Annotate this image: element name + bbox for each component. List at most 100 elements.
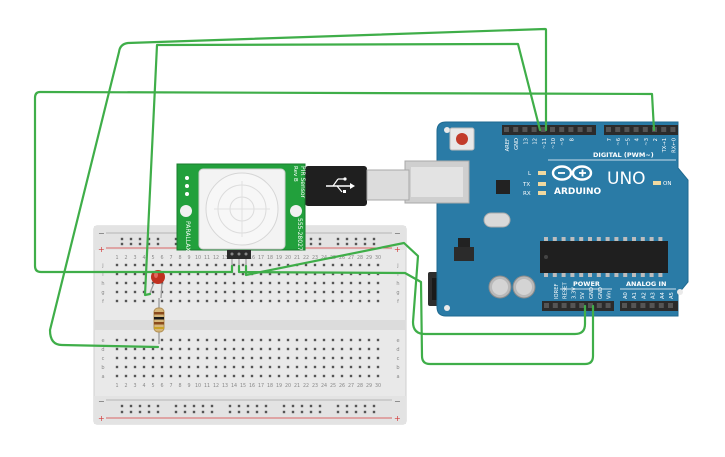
breadboard-hole[interactable] bbox=[322, 299, 326, 303]
breadboard-hole[interactable] bbox=[124, 272, 128, 276]
breadboard-hole[interactable] bbox=[223, 290, 227, 294]
breadboard-hole[interactable] bbox=[259, 338, 263, 342]
breadboard-hole[interactable] bbox=[250, 281, 254, 285]
breadboard-hole[interactable] bbox=[196, 272, 200, 276]
breadboard-hole[interactable] bbox=[124, 338, 128, 342]
header-pin[interactable] bbox=[668, 303, 673, 308]
breadboard-hole[interactable] bbox=[322, 374, 326, 378]
breadboard-hole[interactable] bbox=[376, 338, 380, 342]
breadboard-hole[interactable] bbox=[313, 347, 317, 351]
breadboard-hole[interactable] bbox=[367, 272, 371, 276]
breadboard-hole[interactable] bbox=[250, 299, 254, 303]
breadboard-hole[interactable] bbox=[169, 338, 173, 342]
breadboard-hole[interactable] bbox=[151, 347, 155, 351]
breadboard-hole[interactable] bbox=[268, 299, 272, 303]
breadboard-hole[interactable] bbox=[313, 281, 317, 285]
breadboard-hole[interactable] bbox=[286, 356, 290, 360]
rail-hole[interactable] bbox=[183, 410, 187, 414]
header-pin[interactable] bbox=[577, 127, 583, 132]
breadboard-hole[interactable] bbox=[196, 338, 200, 342]
rail-hole[interactable] bbox=[147, 242, 151, 246]
rail-hole[interactable] bbox=[174, 404, 178, 408]
rail-hole[interactable] bbox=[291, 410, 295, 414]
breadboard-hole[interactable] bbox=[304, 374, 308, 378]
rail-hole[interactable] bbox=[138, 237, 142, 241]
breadboard-hole[interactable] bbox=[313, 299, 317, 303]
rail-hole[interactable] bbox=[201, 404, 205, 408]
breadboard-hole[interactable] bbox=[187, 263, 191, 267]
breadboard-hole[interactable] bbox=[241, 263, 245, 267]
breadboard-hole[interactable] bbox=[340, 356, 344, 360]
rail-hole[interactable] bbox=[336, 242, 340, 246]
breadboard-hole[interactable] bbox=[340, 281, 344, 285]
breadboard-hole[interactable] bbox=[178, 347, 182, 351]
breadboard-hole[interactable] bbox=[376, 347, 380, 351]
breadboard-hole[interactable] bbox=[295, 347, 299, 351]
breadboard-hole[interactable] bbox=[232, 374, 236, 378]
breadboard-hole[interactable] bbox=[259, 263, 263, 267]
breadboard-hole[interactable] bbox=[124, 347, 128, 351]
rail-hole[interactable] bbox=[354, 242, 358, 246]
breadboard-hole[interactable] bbox=[313, 290, 317, 294]
breadboard-hole[interactable] bbox=[268, 356, 272, 360]
breadboard-hole[interactable] bbox=[322, 281, 326, 285]
breadboard-hole[interactable] bbox=[349, 365, 353, 369]
rail-hole[interactable] bbox=[156, 242, 160, 246]
breadboard-hole[interactable] bbox=[340, 374, 344, 378]
rail-hole[interactable] bbox=[201, 410, 205, 414]
breadboard-hole[interactable] bbox=[115, 272, 119, 276]
header-pin[interactable] bbox=[561, 303, 567, 308]
rail-hole[interactable] bbox=[309, 242, 313, 246]
rail-hole[interactable] bbox=[372, 237, 376, 241]
rail-hole[interactable] bbox=[192, 410, 196, 414]
breadboard-hole[interactable] bbox=[277, 272, 281, 276]
rail-hole[interactable] bbox=[138, 410, 142, 414]
rail-hole[interactable] bbox=[354, 410, 358, 414]
rail-hole[interactable] bbox=[183, 404, 187, 408]
rail-hole[interactable] bbox=[354, 404, 358, 408]
breadboard-hole[interactable] bbox=[295, 299, 299, 303]
breadboard-hole[interactable] bbox=[367, 365, 371, 369]
breadboard-hole[interactable] bbox=[178, 272, 182, 276]
breadboard-hole[interactable] bbox=[331, 338, 335, 342]
breadboard-hole[interactable] bbox=[169, 281, 173, 285]
breadboard-hole[interactable] bbox=[241, 365, 245, 369]
breadboard-hole[interactable] bbox=[223, 347, 227, 351]
breadboard-hole[interactable] bbox=[367, 356, 371, 360]
breadboard-hole[interactable] bbox=[169, 263, 173, 267]
breadboard-hole[interactable] bbox=[115, 374, 119, 378]
header-pin[interactable] bbox=[633, 127, 639, 132]
breadboard-hole[interactable] bbox=[214, 365, 218, 369]
breadboard-hole[interactable] bbox=[349, 374, 353, 378]
breadboard-hole[interactable] bbox=[331, 281, 335, 285]
breadboard-hole[interactable] bbox=[322, 290, 326, 294]
rail-hole[interactable] bbox=[372, 404, 376, 408]
rail-hole[interactable] bbox=[300, 404, 304, 408]
rail-hole[interactable] bbox=[282, 404, 286, 408]
breadboard-hole[interactable] bbox=[259, 365, 263, 369]
rail-hole[interactable] bbox=[210, 404, 214, 408]
rail-hole[interactable] bbox=[129, 237, 133, 241]
breadboard-hole[interactable] bbox=[160, 338, 164, 342]
breadboard-hole[interactable] bbox=[376, 281, 380, 285]
breadboard-hole[interactable] bbox=[295, 290, 299, 294]
breadboard-hole[interactable] bbox=[331, 374, 335, 378]
breadboard-hole[interactable] bbox=[142, 365, 146, 369]
breadboard-hole[interactable] bbox=[250, 338, 254, 342]
breadboard-hole[interactable] bbox=[232, 299, 236, 303]
breadboard-hole[interactable] bbox=[232, 272, 236, 276]
breadboard-hole[interactable] bbox=[124, 365, 128, 369]
breadboard-hole[interactable] bbox=[169, 299, 173, 303]
breadboard-hole[interactable] bbox=[169, 374, 173, 378]
breadboard-hole[interactable] bbox=[241, 347, 245, 351]
rail-hole[interactable] bbox=[120, 242, 124, 246]
breadboard-hole[interactable] bbox=[160, 356, 164, 360]
breadboard-hole[interactable] bbox=[223, 299, 227, 303]
breadboard-hole[interactable] bbox=[259, 374, 263, 378]
breadboard-hole[interactable] bbox=[367, 281, 371, 285]
breadboard-hole[interactable] bbox=[178, 281, 182, 285]
rail-hole[interactable] bbox=[318, 410, 322, 414]
breadboard-hole[interactable] bbox=[286, 299, 290, 303]
header-pin[interactable] bbox=[531, 127, 537, 132]
breadboard-hole[interactable] bbox=[142, 299, 146, 303]
